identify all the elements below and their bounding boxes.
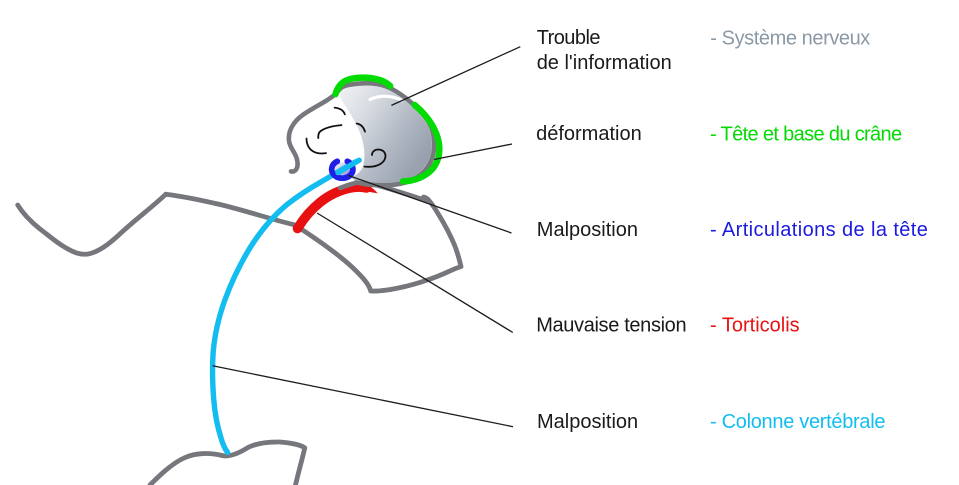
svg-text:Malposition: Malposition — [537, 219, 638, 241]
svg-text:déformation: déformation — [536, 123, 642, 145]
svg-text:Trouble: Trouble — [537, 27, 601, 49]
svg-text:- Colonne vertébrale: - Colonne vertébrale — [710, 411, 885, 433]
svg-text:- Tête et base du crâne: - Tête et base du crâne — [710, 123, 902, 145]
svg-text:Malposition: Malposition — [537, 411, 638, 433]
svg-text:- Torticolis: - Torticolis — [710, 314, 800, 336]
svg-text:de l'information: de l'information — [537, 52, 672, 74]
svg-text:Mauvaise tension: Mauvaise tension — [536, 314, 686, 336]
svg-text:- Système nerveux: - Système nerveux — [710, 27, 870, 49]
svg-text:- Articulations de la tête: - Articulations de la tête — [710, 219, 928, 241]
